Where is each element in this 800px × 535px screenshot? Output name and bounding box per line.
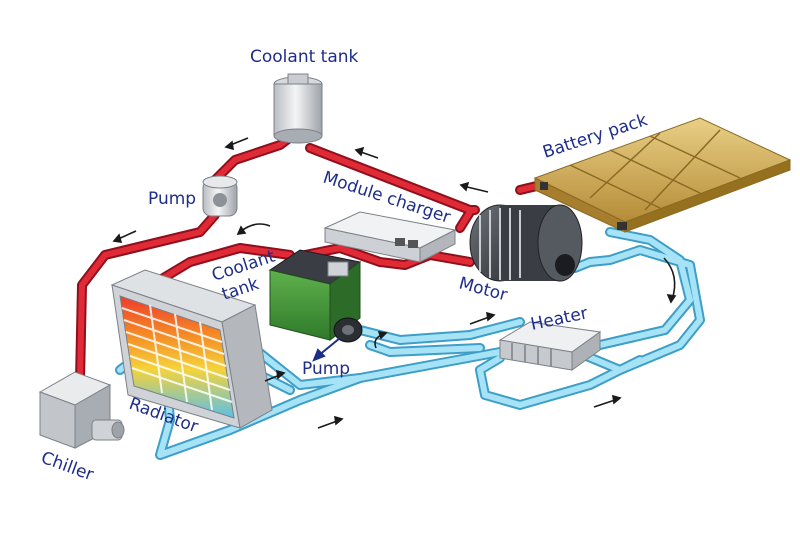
arrow-icon	[374, 331, 388, 349]
arrow-icon	[224, 137, 249, 151]
radiator	[110, 269, 273, 429]
arrow-icon	[112, 230, 137, 243]
label-chiller: Chiller	[38, 448, 96, 485]
arrow-icon	[354, 146, 379, 159]
arrow-icon	[317, 415, 344, 429]
motor	[469, 204, 583, 282]
label-coolant-tank-top: Coolant tank	[250, 47, 359, 67]
arrow-icon	[469, 311, 496, 325]
battery-pack	[533, 117, 792, 233]
coolant-tank-top	[273, 73, 323, 144]
pump-bottom	[333, 317, 363, 343]
label-pump-bottom: Pump	[302, 359, 350, 379]
module-charger	[323, 211, 457, 263]
arrow-icon	[459, 181, 489, 193]
arrow-icon	[593, 394, 622, 408]
hot-coolant-loop	[75, 125, 550, 385]
pump-pointer-arrow	[312, 337, 341, 362]
heater	[498, 321, 602, 371]
coolant-tank-mid	[268, 249, 362, 341]
flow-arrows	[112, 137, 677, 429]
arrow-icon	[236, 223, 271, 235]
arrow-icon	[663, 257, 677, 304]
pump-top	[202, 175, 238, 217]
cold-coolant-loop	[115, 227, 705, 460]
arrow-icon	[264, 369, 286, 382]
label-pump-top: Pump	[148, 189, 196, 209]
chiller	[38, 371, 125, 449]
